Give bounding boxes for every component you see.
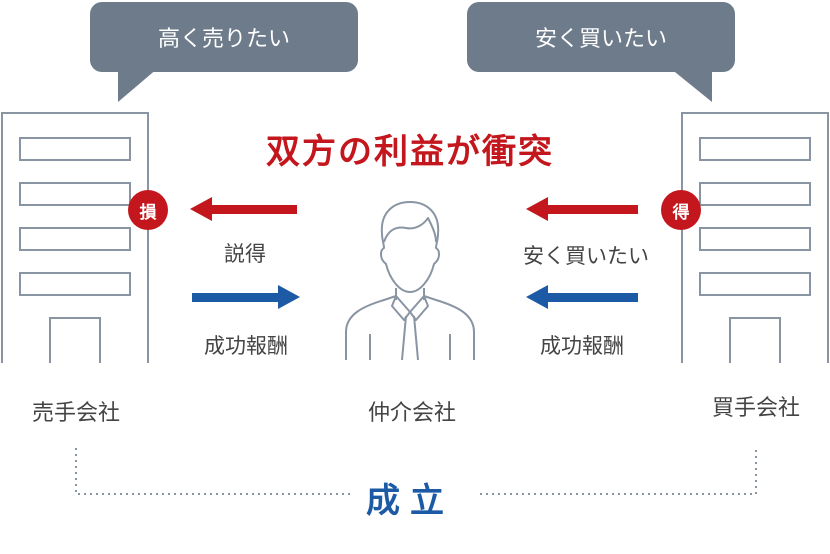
left-fee-label: 成功報酬 [204,334,288,358]
seller-company-label: 売手会社 [31,401,120,426]
seller-building-icon [1,112,149,363]
agent-person-icon [345,201,475,361]
agent-company-label: 仲介会社 [367,401,456,426]
loss-badge: 損 [128,190,168,230]
loss-badge-text: 損 [139,202,157,223]
buyer-bubble-tail [670,68,712,102]
seller-speech-bubble: 高く売りたい [90,2,358,72]
deal-connector-line [75,448,757,495]
buyer-speech-bubble: 安く買いたい [467,2,735,72]
persuade-label: 説得 [224,242,266,266]
fee-arrow-left [526,285,638,309]
buyer-wish-text: 安く買いたい [534,27,667,52]
fee-arrow-right [192,285,300,309]
cheap-buy-arrow-left [526,197,638,221]
gain-badge-text: 得 [672,202,690,223]
persuade-arrow-left [190,197,297,221]
gain-badge: 得 [661,190,701,230]
right-fee-label: 成功報酬 [540,334,624,358]
buyer-company-label: 買手会社 [711,396,800,421]
seller-bubble-tail [118,68,158,102]
cheap-buy-label: 安く買いたい [523,244,649,268]
seller-wish-text: 高く売りたい [157,27,290,52]
deal-closed-label: 成立 [366,481,454,521]
buyer-building-icon [681,112,829,363]
conflict-headline: 双方の利益が衝突 [266,132,554,172]
